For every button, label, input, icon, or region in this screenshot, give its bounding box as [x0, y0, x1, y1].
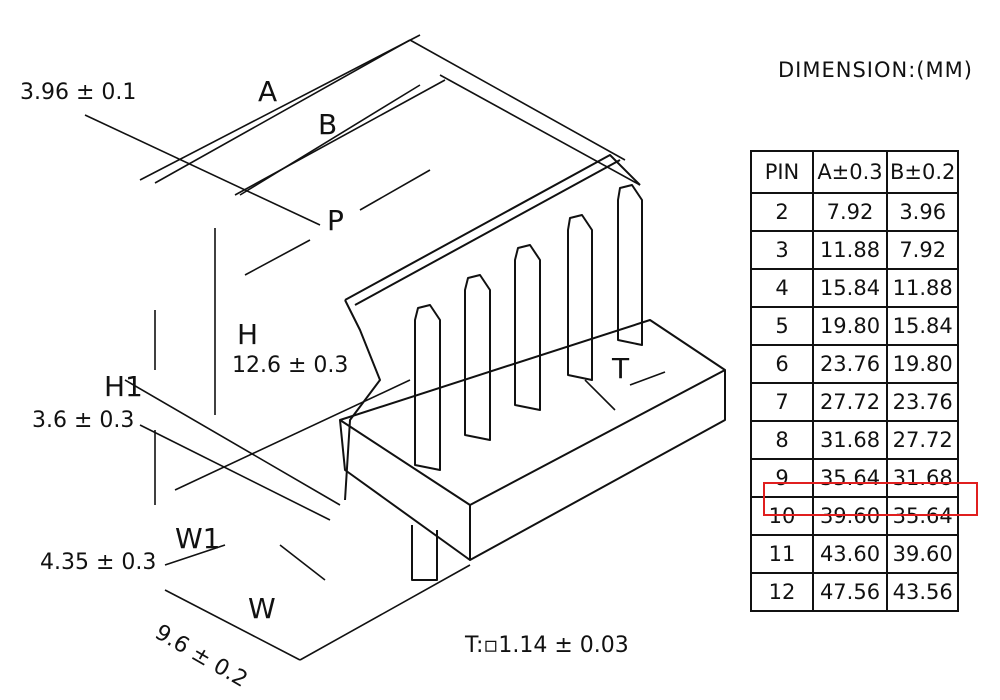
cell-a: 39.60 — [812, 496, 888, 536]
dimension-h-label: H — [237, 318, 259, 351]
cell-b: 43.56 — [885, 572, 960, 612]
header-pin: PIN — [750, 150, 814, 194]
base-front — [469, 370, 726, 561]
header-b: B±0.2 — [885, 150, 960, 194]
cell-pin: 3 — [750, 230, 814, 270]
cell-a: 23.76 — [812, 344, 888, 384]
cell-b: 23.76 — [885, 382, 960, 422]
dimension-w-label: W — [248, 592, 276, 625]
dimension-t-label: T — [612, 352, 630, 385]
cell-b: 35.64 — [885, 496, 960, 536]
cell-b: 27.72 — [885, 420, 960, 460]
cell-b: 19.80 — [885, 344, 960, 384]
connector-isometric-drawing — [84, 34, 726, 661]
cell-a: 35.64 — [812, 458, 888, 498]
dimension-a-label: A — [258, 75, 278, 108]
cell-pin: 12 — [750, 572, 814, 612]
cell-b: 3.96 — [885, 192, 960, 232]
pitch-tolerance-label: 3.96 ± 0.1 — [20, 80, 137, 105]
cell-b: 7.92 — [885, 230, 960, 270]
cell-pin: 2 — [750, 192, 814, 232]
cell-a: 19.80 — [812, 306, 888, 346]
header-wall — [344, 154, 641, 501]
table-header-row: PIN A±0.3 B±0.2 — [750, 150, 960, 194]
pins — [411, 184, 643, 581]
cell-pin: 6 — [750, 344, 814, 384]
cell-a: 27.72 — [812, 382, 888, 422]
dimension-unit-title: DIMENSION:(MM) — [778, 58, 973, 82]
cell-pin: 5 — [750, 306, 814, 346]
cell-b: 11.88 — [885, 268, 960, 308]
dimension-h1-value: 3.6 ± 0.3 — [32, 408, 135, 433]
base-block — [339, 319, 726, 506]
cell-pin: 11 — [750, 534, 814, 574]
dimension-w1-value: 4.35 ± 0.3 — [40, 550, 157, 575]
pin-size-note: T:▫1.14 ± 0.03 — [465, 633, 629, 658]
dimension-lines — [84, 34, 666, 661]
cell-pin: 4 — [750, 268, 814, 308]
dimension-p-label: P — [327, 204, 344, 237]
cell-pin: 10 — [750, 496, 814, 536]
dimension-h1-label: H1 — [104, 370, 143, 403]
cell-a: 43.60 — [812, 534, 888, 574]
dimension-b-label: B — [318, 108, 338, 141]
cell-b: 31.68 — [885, 458, 960, 498]
cell-b: 15.84 — [885, 306, 960, 346]
cell-a: 31.68 — [812, 420, 888, 460]
cell-a: 15.84 — [812, 268, 888, 308]
cell-b: 39.60 — [885, 534, 960, 574]
cell-a: 7.92 — [812, 192, 888, 232]
dimension-w1-label: W1 — [175, 522, 221, 555]
cell-pin: 7 — [750, 382, 814, 422]
cell-a: 11.88 — [812, 230, 888, 270]
cell-a: 47.56 — [812, 572, 888, 612]
dimension-h-value: 12.6 ± 0.3 — [232, 353, 349, 378]
cell-pin: 9 — [750, 458, 814, 498]
header-a: A±0.3 — [812, 150, 888, 194]
cell-pin: 8 — [750, 420, 814, 460]
